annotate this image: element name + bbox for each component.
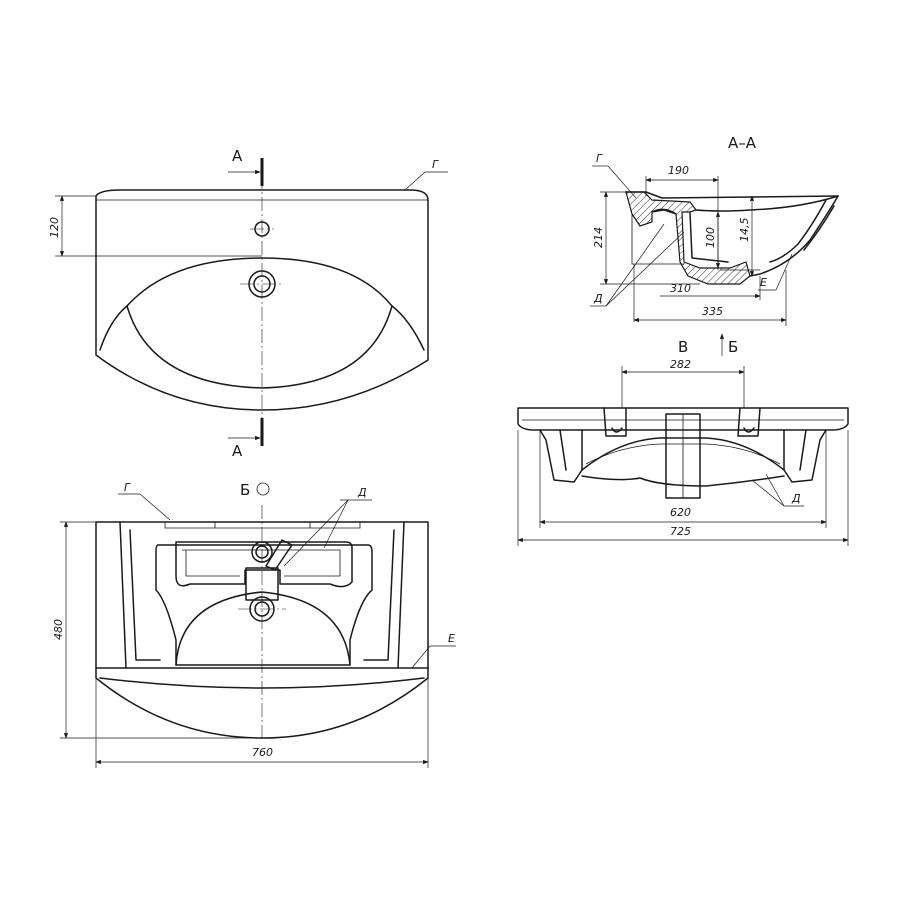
dim-480-label: 480 [52, 619, 65, 640]
dim-760-label: 760 [252, 746, 273, 759]
dim-335-label: 335 [702, 305, 723, 318]
label-e-bottom: Е [448, 632, 455, 645]
dim-310-label: 310 [670, 282, 691, 295]
cut-a-top: А [232, 147, 243, 165]
label-d-bottom: Д [357, 486, 367, 499]
dim-100-label: 100 [704, 227, 717, 248]
dim-145-label: 14,5 [738, 218, 751, 243]
dim-190-label: 190 [668, 164, 689, 177]
dim-725-label: 725 [670, 525, 691, 538]
label-g-top: Г [432, 158, 439, 171]
dim-620-label: 620 [670, 506, 691, 519]
arrow-b-label: Б [728, 338, 738, 356]
section-title: А–А [728, 134, 757, 152]
view-b-title: Б [240, 481, 250, 499]
front-view: В 282 620 725 [517, 338, 849, 546]
label-e-section: Е [760, 276, 767, 289]
view-v-title: В [678, 338, 688, 356]
dim-120-label: 120 [48, 217, 61, 238]
label-g-bottom: Г [124, 481, 131, 494]
bottom-view: Б 480 [52, 481, 456, 768]
cut-a-bottom: А [232, 442, 243, 460]
label-d-front: Д [791, 492, 801, 505]
top-view: 120 А А Г [48, 147, 448, 460]
label-d-section: Д [593, 292, 603, 305]
dim-214-label: 214 [592, 227, 605, 248]
dim-282-label: 282 [670, 358, 691, 371]
label-g-section: Г [596, 152, 603, 165]
section-view: А–А 190 214 100 14,5 310 [590, 134, 839, 356]
